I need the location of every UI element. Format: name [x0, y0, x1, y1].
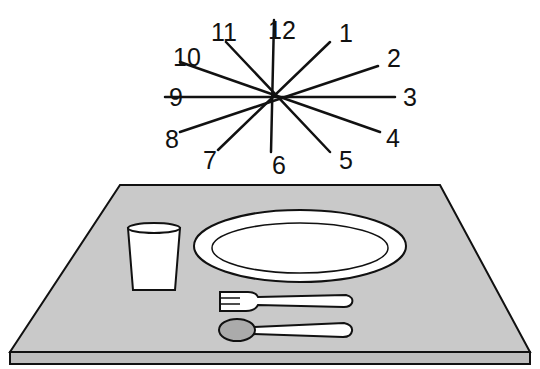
clock-number: 2: [387, 46, 401, 71]
plate: [194, 210, 406, 282]
clock-number: 6: [272, 153, 286, 178]
fork-body: [220, 292, 352, 311]
clock-number: 8: [165, 127, 179, 152]
clock-number: 5: [339, 148, 353, 173]
spoke: [180, 62, 380, 132]
glass: [128, 223, 180, 290]
fork-tine: [220, 297, 240, 299]
table: [10, 185, 530, 364]
spoon: [219, 319, 352, 341]
spoke: [226, 42, 330, 152]
spoon-bowl: [219, 319, 255, 341]
clock-number: 12: [268, 18, 296, 43]
plate-rim: [194, 210, 406, 282]
table-top: [10, 185, 530, 352]
clock-number: 7: [203, 148, 217, 173]
clock-number: 10: [173, 45, 201, 70]
glass-body: [128, 228, 180, 290]
plate-well: [212, 223, 388, 273]
clock-number: 4: [386, 126, 400, 151]
table-edge: [10, 352, 530, 364]
clock-number: 9: [169, 85, 183, 110]
clock-number: 1: [339, 21, 353, 46]
spoon-handle: [252, 323, 352, 337]
glass-rim: [128, 223, 180, 233]
clock-number: 3: [403, 85, 417, 110]
clock-number: 11: [211, 20, 237, 45]
fork-tine: [220, 303, 240, 305]
fork: [220, 292, 352, 311]
